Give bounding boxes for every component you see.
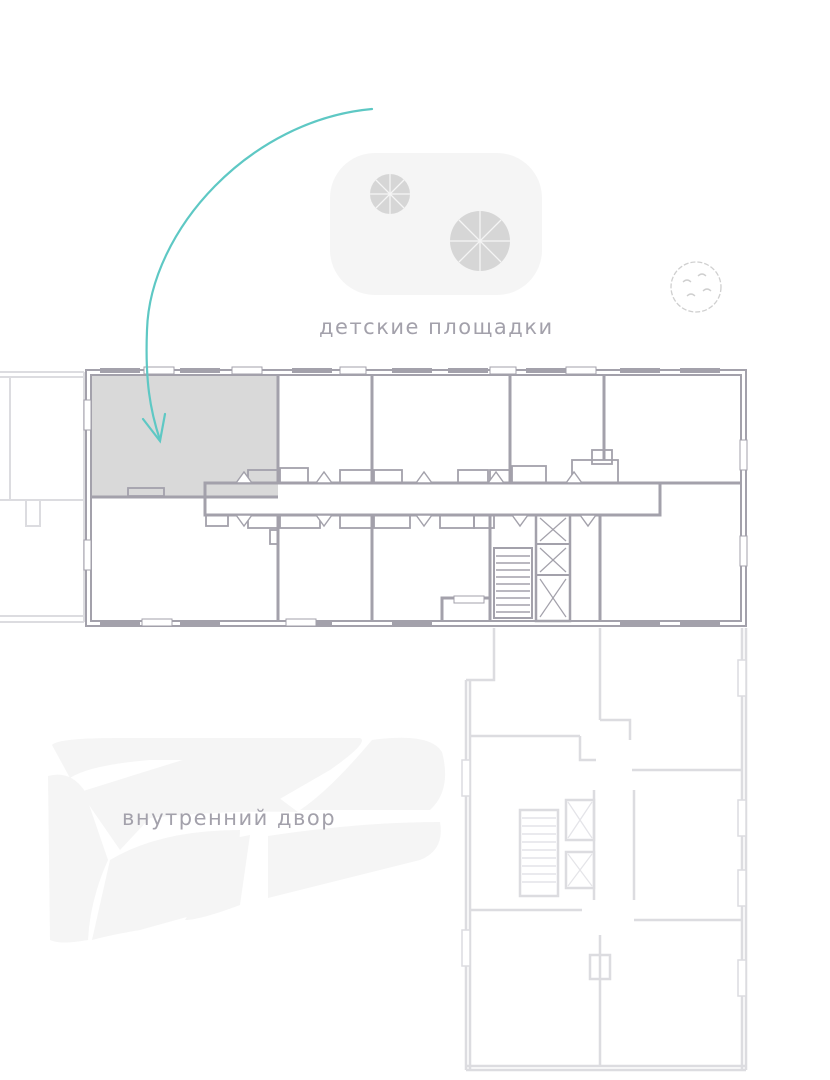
pointer-arrow <box>141 107 374 444</box>
small-tree-icon <box>370 174 410 214</box>
window-openings <box>83 366 748 627</box>
windows-lower-wing <box>461 659 747 997</box>
neighbor-building-left <box>0 371 85 623</box>
playground-pad <box>330 153 542 295</box>
elevator-icon <box>539 517 567 618</box>
stairs-main <box>496 555 530 613</box>
building-wing-lower <box>464 628 748 1072</box>
playground-area <box>330 153 542 295</box>
playgrounds-label: детские площадки <box>319 315 554 339</box>
large-tree-icon <box>450 211 510 271</box>
bush-icon <box>670 261 722 313</box>
stairs-lower <box>522 817 556 883</box>
elevator-icons-lower <box>567 801 593 887</box>
courtyard-label: внутренний двор <box>122 806 337 830</box>
door-marks <box>234 470 598 528</box>
selected-unit[interactable] <box>92 376 278 496</box>
courtyard-area <box>48 737 446 943</box>
